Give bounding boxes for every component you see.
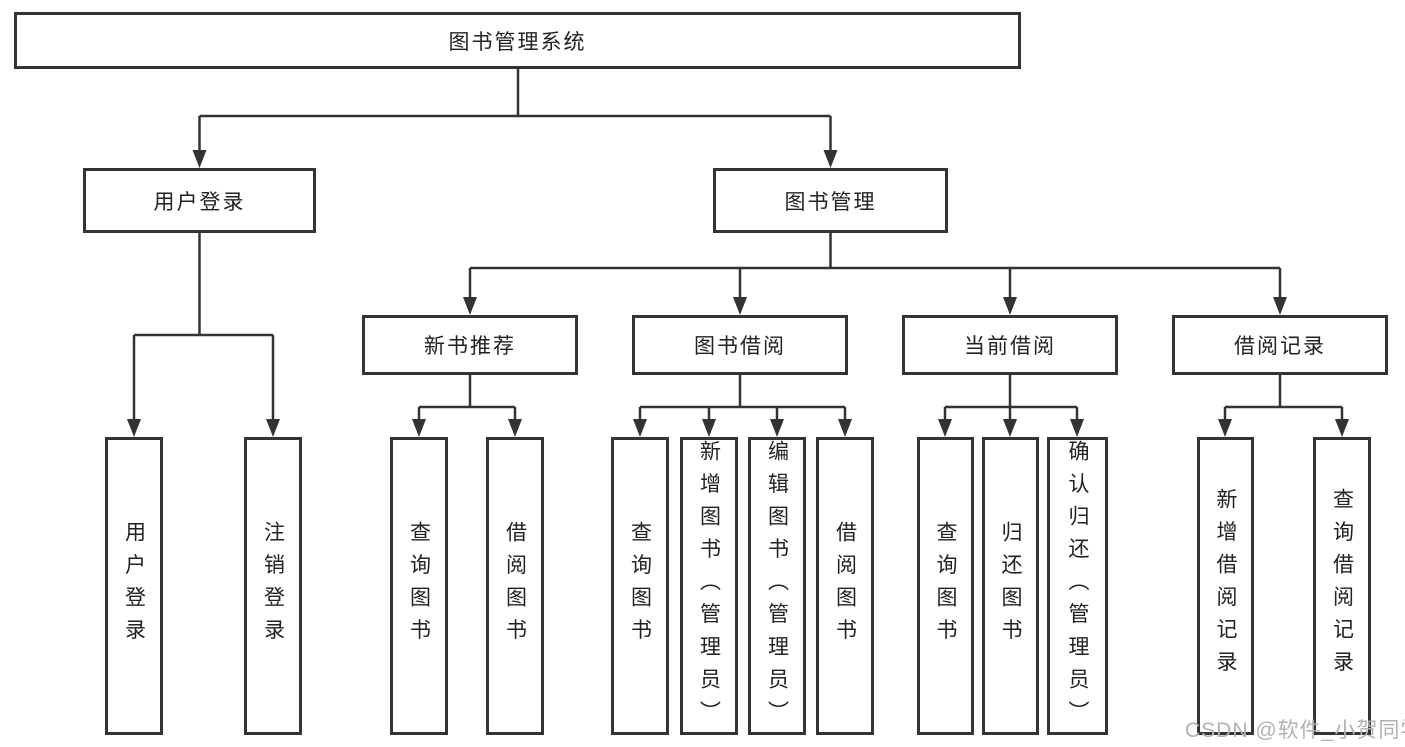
leaf-label: 注销登录 <box>261 520 285 652</box>
connector-user-login-to-leaves <box>127 233 280 437</box>
csdn-watermark: CSDN @软件_小贺同学 <box>1185 719 1405 742</box>
leaf-logout: 注销登录 <box>244 437 302 735</box>
leaf-query-borrow-record: 查询借阅记录 <box>1313 437 1371 735</box>
leaf-add-borrow-record: 新增借阅记录 <box>1197 437 1254 735</box>
leaf-label: 查询借阅记录 <box>1330 488 1354 684</box>
node-borrow-records: 借阅记录 <box>1172 315 1388 375</box>
leaf-confirm-return-admin: 确认归还（管理员） <box>1047 437 1108 735</box>
node-book-borrow: 图书借阅 <box>632 315 848 375</box>
node-new-book-recommend: 新书推荐 <box>362 315 578 375</box>
leaf-label: 新增图书（管理员） <box>697 439 721 733</box>
leaf-label: 归还图书 <box>999 520 1022 652</box>
node-label: 用户登录 <box>153 190 246 214</box>
connector-root-to-level2 <box>192 69 838 168</box>
node-label: 图书借阅 <box>694 335 786 358</box>
leaf-label: 用户登录 <box>122 520 146 652</box>
node-label: 当前借阅 <box>964 335 1056 358</box>
leaf-query-books-recommend: 查询图书 <box>390 437 448 735</box>
connector-book-borrow-to-leaves <box>633 375 852 437</box>
node-label: 借阅记录 <box>1234 335 1326 358</box>
leaf-label: 查询图书 <box>407 520 431 652</box>
connector-new-book-recommend-to-leaves <box>412 375 522 437</box>
node-label: 新书推荐 <box>424 335 516 358</box>
leaf-query-books-current: 查询图书 <box>917 437 974 735</box>
leaf-user-login: 用户登录 <box>105 437 163 735</box>
node-label: 图书管理系统 <box>448 30 587 54</box>
leaf-borrow-books-recommend: 借阅图书 <box>486 437 544 735</box>
leaf-edit-books-admin: 编辑图书（管理员） <box>748 437 806 735</box>
leaf-label: 确认归还（管理员） <box>1066 439 1089 733</box>
node-current-borrow: 当前借阅 <box>902 315 1118 375</box>
leaf-return-books: 归还图书 <box>982 437 1039 735</box>
leaf-label: 查询图书 <box>628 520 652 652</box>
leaf-borrow-books: 借阅图书 <box>816 437 874 735</box>
connector-borrow-records-to-leaves <box>1218 375 1349 437</box>
node-label: 图书管理 <box>784 190 877 214</box>
node-library-management-system: 图书管理系统 <box>14 12 1021 69</box>
leaf-add-books-admin: 新增图书（管理员） <box>680 437 738 735</box>
leaf-label: 借阅图书 <box>833 520 857 652</box>
node-book-management: 图书管理 <box>713 168 948 233</box>
leaf-label: 查询图书 <box>934 520 957 652</box>
leaf-query-books-borrow: 查询图书 <box>611 437 669 735</box>
connector-book-management-to-level3 <box>463 233 1287 315</box>
connector-current-borrow-to-leaves <box>938 375 1084 437</box>
leaf-label: 借阅图书 <box>503 520 527 652</box>
node-user-login: 用户登录 <box>83 168 316 233</box>
leaf-label: 新增借阅记录 <box>1214 488 1237 684</box>
leaf-label: 编辑图书（管理员） <box>765 439 789 733</box>
